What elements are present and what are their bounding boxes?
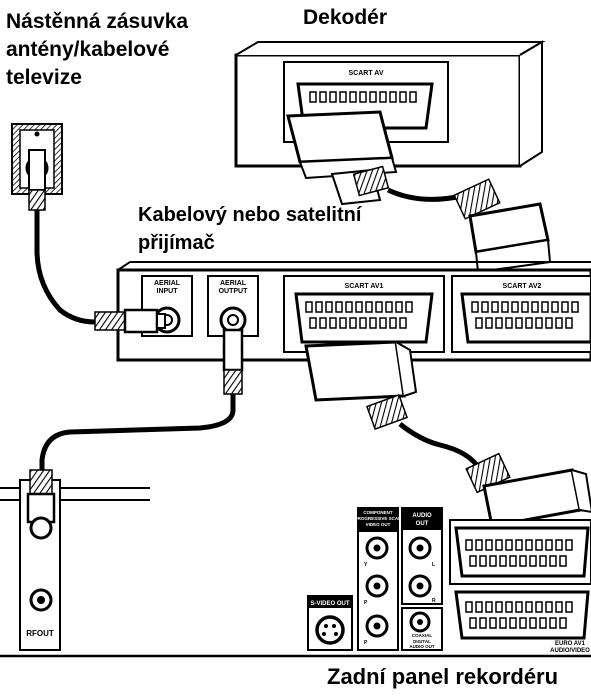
component-label-2: PROGRESSIVE SCAN <box>355 516 402 521</box>
antenna-cable-plug <box>94 308 166 334</box>
digital-audio-label-1: DIGITAL <box>413 639 431 644</box>
receiver-box: AERIAL INPUT AERIAL OUTPUT SCART AV1 SCA… <box>116 261 591 362</box>
audio-out-label-2: OUT <box>416 521 429 527</box>
decoder-scart-label: SCART AV <box>349 70 384 77</box>
decoder-scart-plug <box>286 110 463 206</box>
jack-pr-label: P <box>364 640 368 646</box>
aerial-input-label-2: INPUT <box>157 288 179 295</box>
jack-y-label: Y <box>364 562 368 568</box>
component-label-3: VIDEO OUT <box>366 522 391 527</box>
receiver-label: Kabelový nebo satelitní přijímač <box>138 204 362 254</box>
euro-av1-label-1: EURO AV1 <box>555 641 586 647</box>
aerial-output-label-2: OUTPUT <box>219 288 249 295</box>
aerial-output-label-1: AERIAL <box>220 280 247 287</box>
decoder-label: Dekodér <box>303 6 388 29</box>
scart-av1-label: SCART AV1 <box>345 283 384 290</box>
audio-out-label-1: AUDIO <box>412 513 432 519</box>
recorder-rear-label: Zadní panel rekordéru <box>327 664 559 689</box>
receiver-scart-av1-plug <box>304 340 483 472</box>
receiver-scart-av2-plug <box>453 178 552 274</box>
wall-antenna-socket <box>11 123 96 325</box>
jack-l-label: L <box>432 562 435 568</box>
s-video-label: S-VIDEO OUT <box>310 601 349 607</box>
jack-r-label: R <box>432 598 436 604</box>
s-video-jack <box>315 615 345 645</box>
antenna-outlet-label: Nástěnná zásuvka antény/kabelové televiz… <box>6 10 189 89</box>
scart-av2-label: SCART AV2 <box>503 283 542 290</box>
rf-cable <box>39 328 244 470</box>
component-label-1: COMPONENT <box>363 510 393 515</box>
coaxial-label: COAXIAL <box>412 633 433 638</box>
digital-audio-label-2: AUDIO OUT <box>409 644 435 649</box>
recorder-rear-panel: RFOUT COMPONENT PROGRESSIVE SCAN VIDEO O… <box>0 469 591 658</box>
euro-av1-label-2: AUDIO/VIDEO <box>550 648 590 654</box>
aerial-input-label-1: AERIAL <box>154 280 181 287</box>
rf-out-label: RFOUT <box>26 629 54 638</box>
jack-pb-label: P <box>364 600 368 606</box>
recorder-scart-plug <box>465 452 591 528</box>
